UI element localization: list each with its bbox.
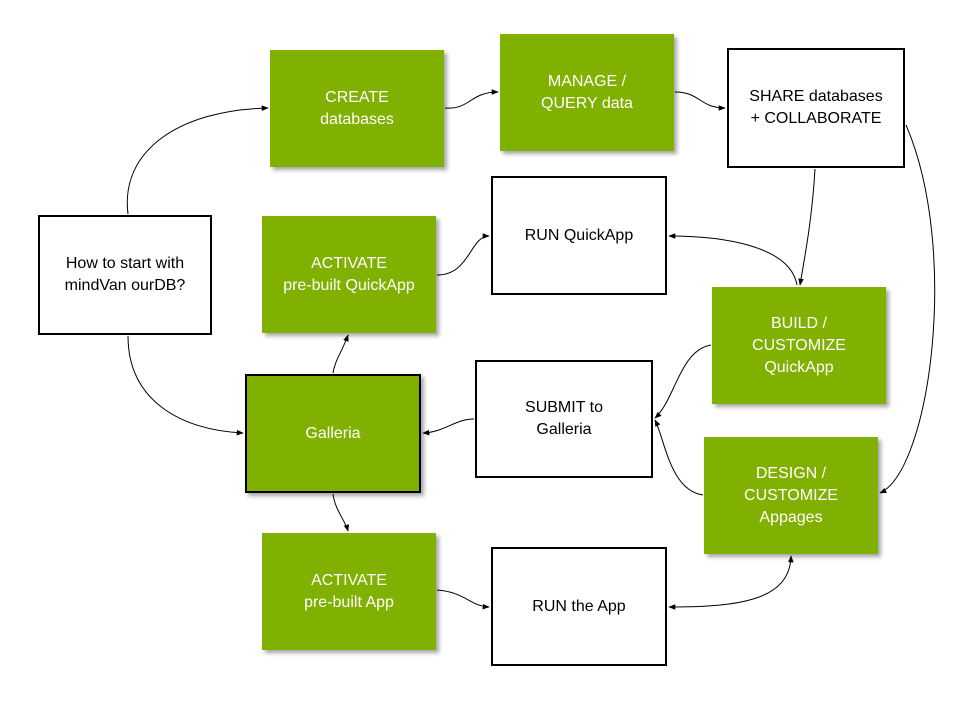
arrow-start-to-galleria <box>127 335 244 436</box>
activate-quickapp-node: ACTIVATE pre-built QuickApp <box>262 216 436 333</box>
arrow-design-to-submit <box>654 419 704 496</box>
manage-query-data-node: MANAGE / QUERY data <box>500 34 674 151</box>
run-app-node: RUN the App <box>491 547 667 666</box>
arrow-build-to-submit <box>654 344 712 419</box>
arrow-act-qa-to-run-qa <box>436 233 490 276</box>
start-question-node: How to start with mindVan ourDB? <box>38 215 212 335</box>
arrow-run-app-to-design <box>668 555 794 610</box>
submit-to-galleria-node: SUBMIT to Galleria <box>475 360 653 478</box>
design-customize-appages-node: DESIGN / CUSTOMIZE Appages <box>704 437 878 554</box>
arrow-start-to-create <box>126 105 269 215</box>
arrow-galleria-to-act-qa <box>332 334 349 374</box>
arrow-manage-to-share <box>674 91 726 111</box>
share-collaborate-node: SHARE databases + COLLABORATE <box>727 48 905 168</box>
arrow-act-app-to-run-app <box>436 589 490 610</box>
arrow-share-to-build <box>798 168 816 286</box>
run-quickapp-node: RUN QuickApp <box>491 176 667 295</box>
galleria-node: Galleria <box>245 374 421 493</box>
arrow-create-to-manage <box>444 89 499 109</box>
build-customize-quickapp-node: BUILD / CUSTOMIZE QuickApp <box>712 287 886 404</box>
arrow-build-to-run-qa <box>668 233 798 286</box>
arrow-galleria-to-act-app <box>332 493 350 532</box>
arrow-submit-to-galleria <box>422 418 475 436</box>
create-databases-node: CREATE databases <box>270 50 444 167</box>
activate-app-node: ACTIVATE pre-built App <box>262 533 436 650</box>
arrow-share-to-design <box>879 124 936 494</box>
